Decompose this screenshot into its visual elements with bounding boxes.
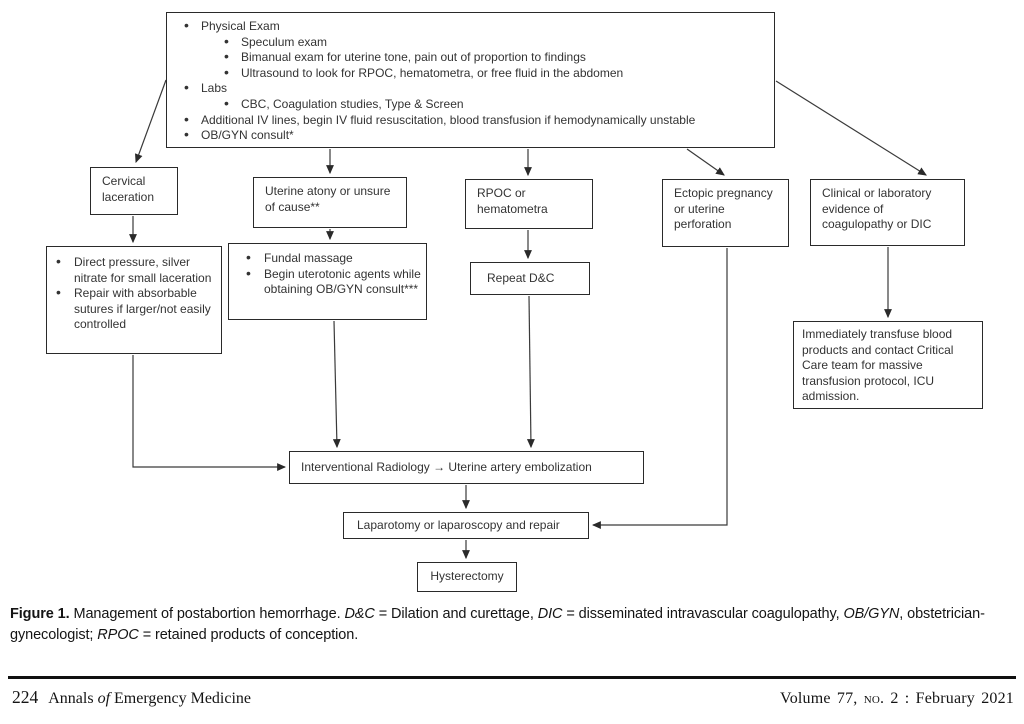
laceration-treatment-box: Direct pressure, silver nitrate for smal…: [46, 246, 222, 354]
arrow-laceration-tx-to-ir: [132, 355, 287, 471]
uterine-atony-box: Uterine atony or unsure of cause**: [253, 177, 407, 228]
assessment-item: CBC, Coagulation studies, Type & Screen: [177, 96, 766, 113]
coagulopathy-dic-box: Clinical or laboratory evidence of coagu…: [810, 179, 965, 246]
assessment-item: Additional IV lines, begin IV fluid resu…: [177, 112, 766, 129]
cervical-laceration-box: Cervical laceration: [90, 167, 178, 215]
arrow-assessment-to-cervical: [135, 79, 167, 164]
journal-info: 224 Annals of Emergency Medicine: [12, 687, 251, 708]
figure-caption: Figure 1. Management of postabortion hem…: [10, 604, 998, 646]
flow-arrows: [129, 79, 927, 560]
rpoc-hematometra-box: RPOC or hematometra: [465, 179, 593, 229]
assessment-item: Physical Exam: [177, 18, 766, 35]
atony-treatment-box: Fundal massage Begin uterotonic agents w…: [228, 243, 427, 320]
page-number: 224: [12, 687, 39, 707]
assessment-item: OB/GYN consult*: [177, 127, 766, 144]
treatment-item: Repair with absorbable sutures if larger…: [47, 285, 217, 333]
treatment-item: Begin uterotonic agents while obtaining …: [237, 266, 422, 298]
arrow-assessment-to-ectopic: [686, 148, 725, 176]
caption-text: Management of postabortion hemorrhage.: [69, 606, 345, 622]
caption-text: = retained products of conception.: [138, 627, 359, 643]
caption-text: = disseminated intravascular coagulopath…: [562, 606, 844, 622]
journal-title: Annals of Emergency Medicine: [48, 690, 252, 707]
issue-number-label: no.: [863, 690, 885, 707]
caption-abbrev: D&C: [344, 606, 375, 622]
assessment-item: Ultrasound to look for RPOC, hematometra…: [177, 65, 766, 82]
arrow-atony-tx-to-ir: [332, 320, 341, 449]
ectopic-perforation-box: Ectopic pregnancy or uterine perforation: [662, 179, 789, 247]
caption-abbrev: RPOC: [97, 627, 139, 643]
ir-embolization-box: Interventional Radiology → Uterine arter…: [289, 451, 644, 484]
figure-label: Figure 1.: [10, 606, 70, 622]
assessment-item: Bimanual exam for uterine tone, pain out…: [177, 49, 766, 66]
initial-assessment-box: Physical Exam Speculum exam Bimanual exa…: [166, 12, 775, 148]
caption-text: , obstetrician-gynecologist;: [10, 606, 985, 643]
repeat-dc-box: Repeat D&C: [470, 262, 590, 295]
page-footer: 224 Annals of Emergency Medicine Volume 7…: [12, 687, 1014, 708]
footer-rule: [8, 676, 1016, 679]
assessment-item: Speculum exam: [177, 34, 766, 51]
massive-transfusion-box: Immediately transfuse blood products and…: [793, 321, 983, 409]
laparotomy-box: Laparotomy or laparoscopy and repair: [343, 512, 589, 539]
arrow-assessment-to-coag: [775, 80, 927, 176]
arrow-repeat-dc-to-ir: [526, 295, 535, 449]
issue-info: Volume 77, no. 2 : February 2021: [780, 690, 1014, 707]
arrow-ectopic-to-laparotomy: [591, 248, 728, 529]
treatment-item: Fundal massage: [237, 250, 422, 267]
hysterectomy-box: Hysterectomy: [417, 562, 517, 592]
assessment-item: Labs: [177, 80, 766, 97]
caption-text: = Dilation and curettage,: [374, 606, 538, 622]
caption-abbrev: DIC: [537, 606, 563, 622]
treatment-item: Direct pressure, silver nitrate for smal…: [47, 254, 217, 286]
caption-abbrev: OB/GYN: [843, 606, 900, 622]
